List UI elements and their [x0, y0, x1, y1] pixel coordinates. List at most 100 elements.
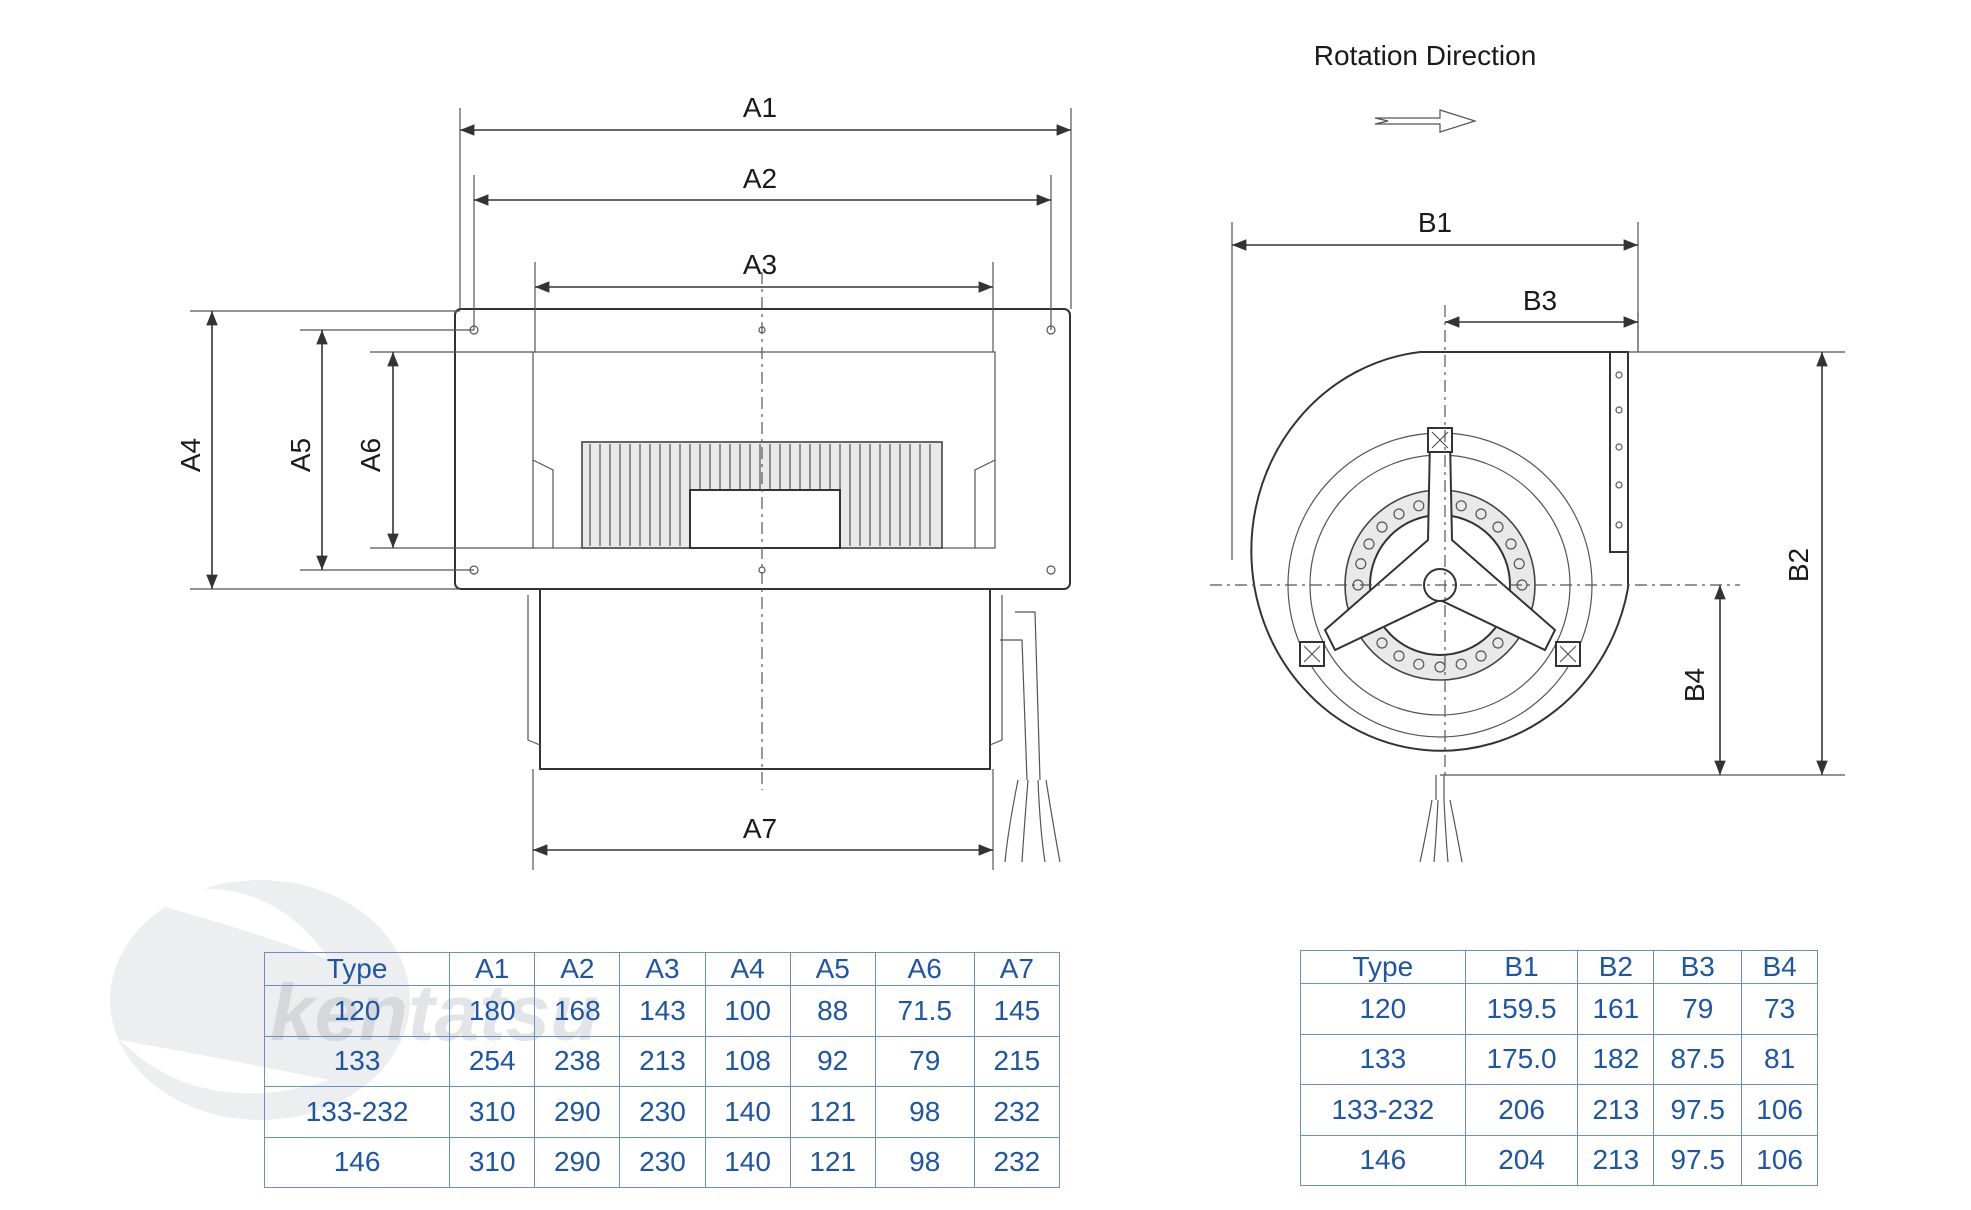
table-cell: 143 [619, 985, 706, 1037]
table-cell: 146 [263, 1136, 451, 1188]
table-cell: 161 [1577, 983, 1655, 1035]
wire-bundle [1000, 611, 1061, 863]
table-cell: 133-232 [1300, 1084, 1466, 1136]
table-header-row: Type A1 A2 A3 A4 A5 A6 A7 [263, 952, 1061, 986]
label-a6: A6 [355, 438, 386, 472]
header-cell: A2 [534, 952, 621, 986]
header-cell: A7 [973, 952, 1061, 986]
table-cell: 290 [534, 1136, 621, 1188]
table-cell: 290 [534, 1086, 621, 1138]
table-cell: 106 [1741, 1134, 1818, 1186]
rotation-arrow-icon [1374, 109, 1478, 133]
table-cell: 79 [874, 1035, 975, 1087]
table-cell: 204 [1464, 1134, 1579, 1186]
table-cell: 310 [449, 1086, 536, 1138]
table-cell: 81 [1741, 1033, 1818, 1085]
header-cell: B1 [1464, 950, 1579, 984]
header-cell: A6 [874, 952, 975, 986]
motor-bracket [1323, 439, 1557, 652]
table-cell: 120 [1300, 983, 1466, 1035]
header-cell: Type [263, 952, 451, 986]
header-cell: A4 [704, 952, 791, 986]
table-cell: 108 [704, 1035, 791, 1087]
wire-bundle-side [1419, 775, 1463, 863]
label-a2: A2 [743, 163, 777, 194]
table-cell: 121 [789, 1086, 876, 1138]
table-cell: 98 [874, 1086, 975, 1138]
rotation-direction-label: Rotation Direction [1314, 40, 1537, 71]
table-cell: 310 [449, 1136, 536, 1188]
label-b3: B3 [1523, 285, 1557, 316]
table-cell: 238 [534, 1035, 621, 1087]
table-cell: 140 [704, 1136, 791, 1188]
outlet-flange [1609, 351, 1629, 553]
table-cell: 71.5 [874, 985, 975, 1037]
label-a4: A4 [175, 438, 206, 472]
table-cell: 133-232 [263, 1086, 451, 1138]
label-a5: A5 [285, 438, 316, 472]
left-view: A1 A2 A3 A4 A5 A6 A7 [175, 92, 1072, 870]
table-cell: 215 [973, 1035, 1061, 1087]
table-cell: 230 [619, 1136, 706, 1188]
label-a3: A3 [743, 249, 777, 280]
table-cell: 79 [1653, 983, 1743, 1035]
table-cell: 145 [973, 985, 1061, 1037]
table-header-row: Type B1 B2 B3 B4 [1300, 950, 1818, 984]
label-a7: A7 [743, 813, 777, 844]
header-cell: A1 [449, 952, 536, 986]
table-cell: 254 [449, 1035, 536, 1087]
table-cell: 140 [704, 1086, 791, 1138]
table-cell: 87.5 [1653, 1033, 1743, 1085]
motor-hub [689, 489, 841, 549]
table-cell: 213 [1577, 1134, 1655, 1186]
table-cell: 175.0 [1464, 1033, 1579, 1085]
table-cell: 97.5 [1653, 1134, 1743, 1186]
table-cell: 98 [874, 1136, 975, 1188]
table-cell: 213 [619, 1035, 706, 1087]
table-cell: 230 [619, 1086, 706, 1138]
header-cell: B4 [1741, 950, 1818, 984]
table-cell: 232 [973, 1086, 1061, 1138]
outlet-holes [1615, 371, 1623, 529]
header-cell: Type [1300, 950, 1466, 984]
header-cell: B2 [1577, 950, 1655, 984]
header-cell: B3 [1653, 950, 1743, 984]
table-cell: 180 [449, 985, 536, 1037]
table-cell: 100 [704, 985, 791, 1037]
table-cell: 133 [1300, 1033, 1466, 1085]
table-cell: 232 [973, 1136, 1061, 1188]
label-b1: B1 [1418, 207, 1452, 238]
table-cell: 120 [263, 985, 451, 1037]
table-cell: 88 [789, 985, 876, 1037]
label-b4: B4 [1679, 668, 1710, 702]
table-cell: 146 [1300, 1134, 1466, 1186]
table-cell: 73 [1741, 983, 1818, 1035]
table-cell: 159.5 [1464, 983, 1579, 1035]
bracket-screws [1299, 427, 1581, 667]
label-a1: A1 [743, 92, 777, 123]
table-cell: 206 [1464, 1084, 1579, 1136]
table-cell: 213 [1577, 1084, 1655, 1136]
right-view: Rotation Direction [1210, 40, 1845, 863]
table-cell: 106 [1741, 1084, 1818, 1136]
header-cell: A5 [789, 952, 876, 986]
table-cell: 121 [789, 1136, 876, 1188]
table-cell: 168 [534, 985, 621, 1037]
table-cell: 133 [263, 1035, 451, 1087]
label-b2: B2 [1783, 548, 1814, 582]
table-cell: 92 [789, 1035, 876, 1087]
table-cell: 182 [1577, 1033, 1655, 1085]
table-cell: 97.5 [1653, 1084, 1743, 1136]
header-cell: A3 [619, 952, 706, 986]
scroll-housing [539, 588, 991, 770]
